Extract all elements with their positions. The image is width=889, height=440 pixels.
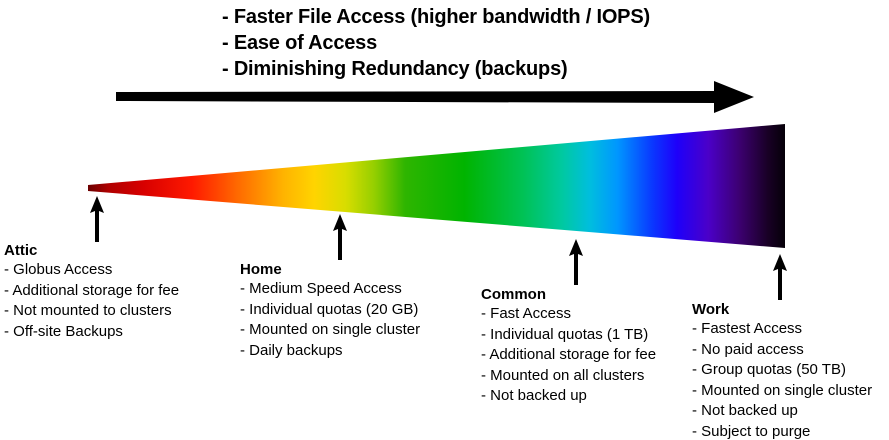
tier-title-common: Common <box>481 286 546 303</box>
tier-title-work: Work <box>692 301 730 318</box>
benefit-line-2: - Ease of Access <box>222 32 378 54</box>
tier-block-home: Home - Medium Speed Access - Individual … <box>240 260 420 361</box>
benefits-list: - Faster File Access (higher bandwidth /… <box>222 4 842 82</box>
tier-item: - Not mounted to clusters <box>4 302 172 319</box>
benefit-line-1: - Faster File Access (higher bandwidth /… <box>222 6 650 28</box>
benefit-line-3: - Diminishing Redundancy (backups) <box>222 58 568 80</box>
tier-item: - Fastest Access <box>692 320 803 337</box>
tier-block-work: Work - Fastest Access - No paid access -… <box>692 300 872 440</box>
tier-item: - Mounted on all clusters <box>481 366 645 384</box>
spectrum-wedge <box>80 115 800 265</box>
tier-item: - Globus Access <box>4 261 113 278</box>
pointer-arrow-attic <box>88 194 108 249</box>
tier-item: - Group quotas (50 TB) <box>692 361 846 378</box>
tier-item: - Daily backups <box>240 341 343 359</box>
tier-item: - Not backed up <box>481 387 587 404</box>
pointer-arrow-home <box>331 212 351 267</box>
tier-item: - No paid access <box>692 340 804 358</box>
tier-title-attic: Attic <box>4 242 38 259</box>
tier-item: - Individual quotas (20 GB) <box>240 300 419 318</box>
tier-item: - Medium Speed Access <box>240 280 402 297</box>
tier-item: - Not backed up <box>692 402 798 419</box>
tier-item: - Mounted on single cluster <box>692 381 873 399</box>
tier-title-home: Home <box>240 261 282 278</box>
tier-item: - Additional storage for fee <box>4 281 180 299</box>
rightward-progression-arrow <box>110 80 760 121</box>
tier-item: - Individual quotas (1 TB) <box>481 325 649 343</box>
tier-item: - Mounted on single cluster <box>240 321 421 338</box>
tier-block-common: Common - Fast Access - Individual quotas… <box>481 285 656 407</box>
pointer-arrow-work <box>771 252 791 307</box>
tier-item: - Additional storage for fee <box>481 346 657 363</box>
tier-item: - Fast Access <box>481 305 572 322</box>
tier-block-attic: Attic - Globus Access - Additional stora… <box>4 241 179 342</box>
tier-item: - Subject to purge <box>692 422 811 440</box>
tier-item: - Off-site Backups <box>4 322 123 340</box>
pointer-arrow-common <box>567 237 587 292</box>
